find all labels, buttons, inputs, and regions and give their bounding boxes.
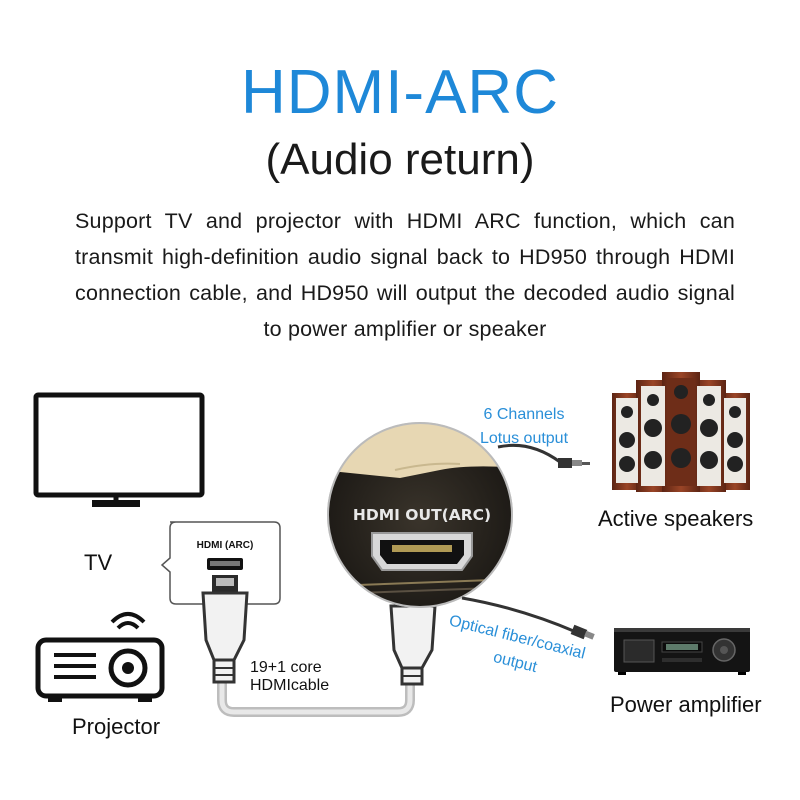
projector-icon [38,614,162,702]
tv-icon [36,395,202,507]
tv-label: TV [84,550,112,576]
amplifier-icon [614,628,750,675]
lotus-output-line1: 6 Channels [462,404,586,426]
callout-port-label: HDMI (ARC) [197,540,254,551]
speakers-label: Active speakers [598,506,753,532]
cable-label-line2: HDMIcable [250,677,329,695]
cable-label-line1: 19+1 core [250,659,322,677]
hdmi-port-closeup: HDMI OUT(ARC) [320,420,520,620]
lotus-output-line2: Lotus output [462,428,586,450]
amplifier-label: Power amplifier [610,692,762,718]
projector-label: Projector [72,714,160,740]
port-panel-label: HDMI OUT(ARC) [353,506,491,524]
speakers-icon [612,372,750,492]
